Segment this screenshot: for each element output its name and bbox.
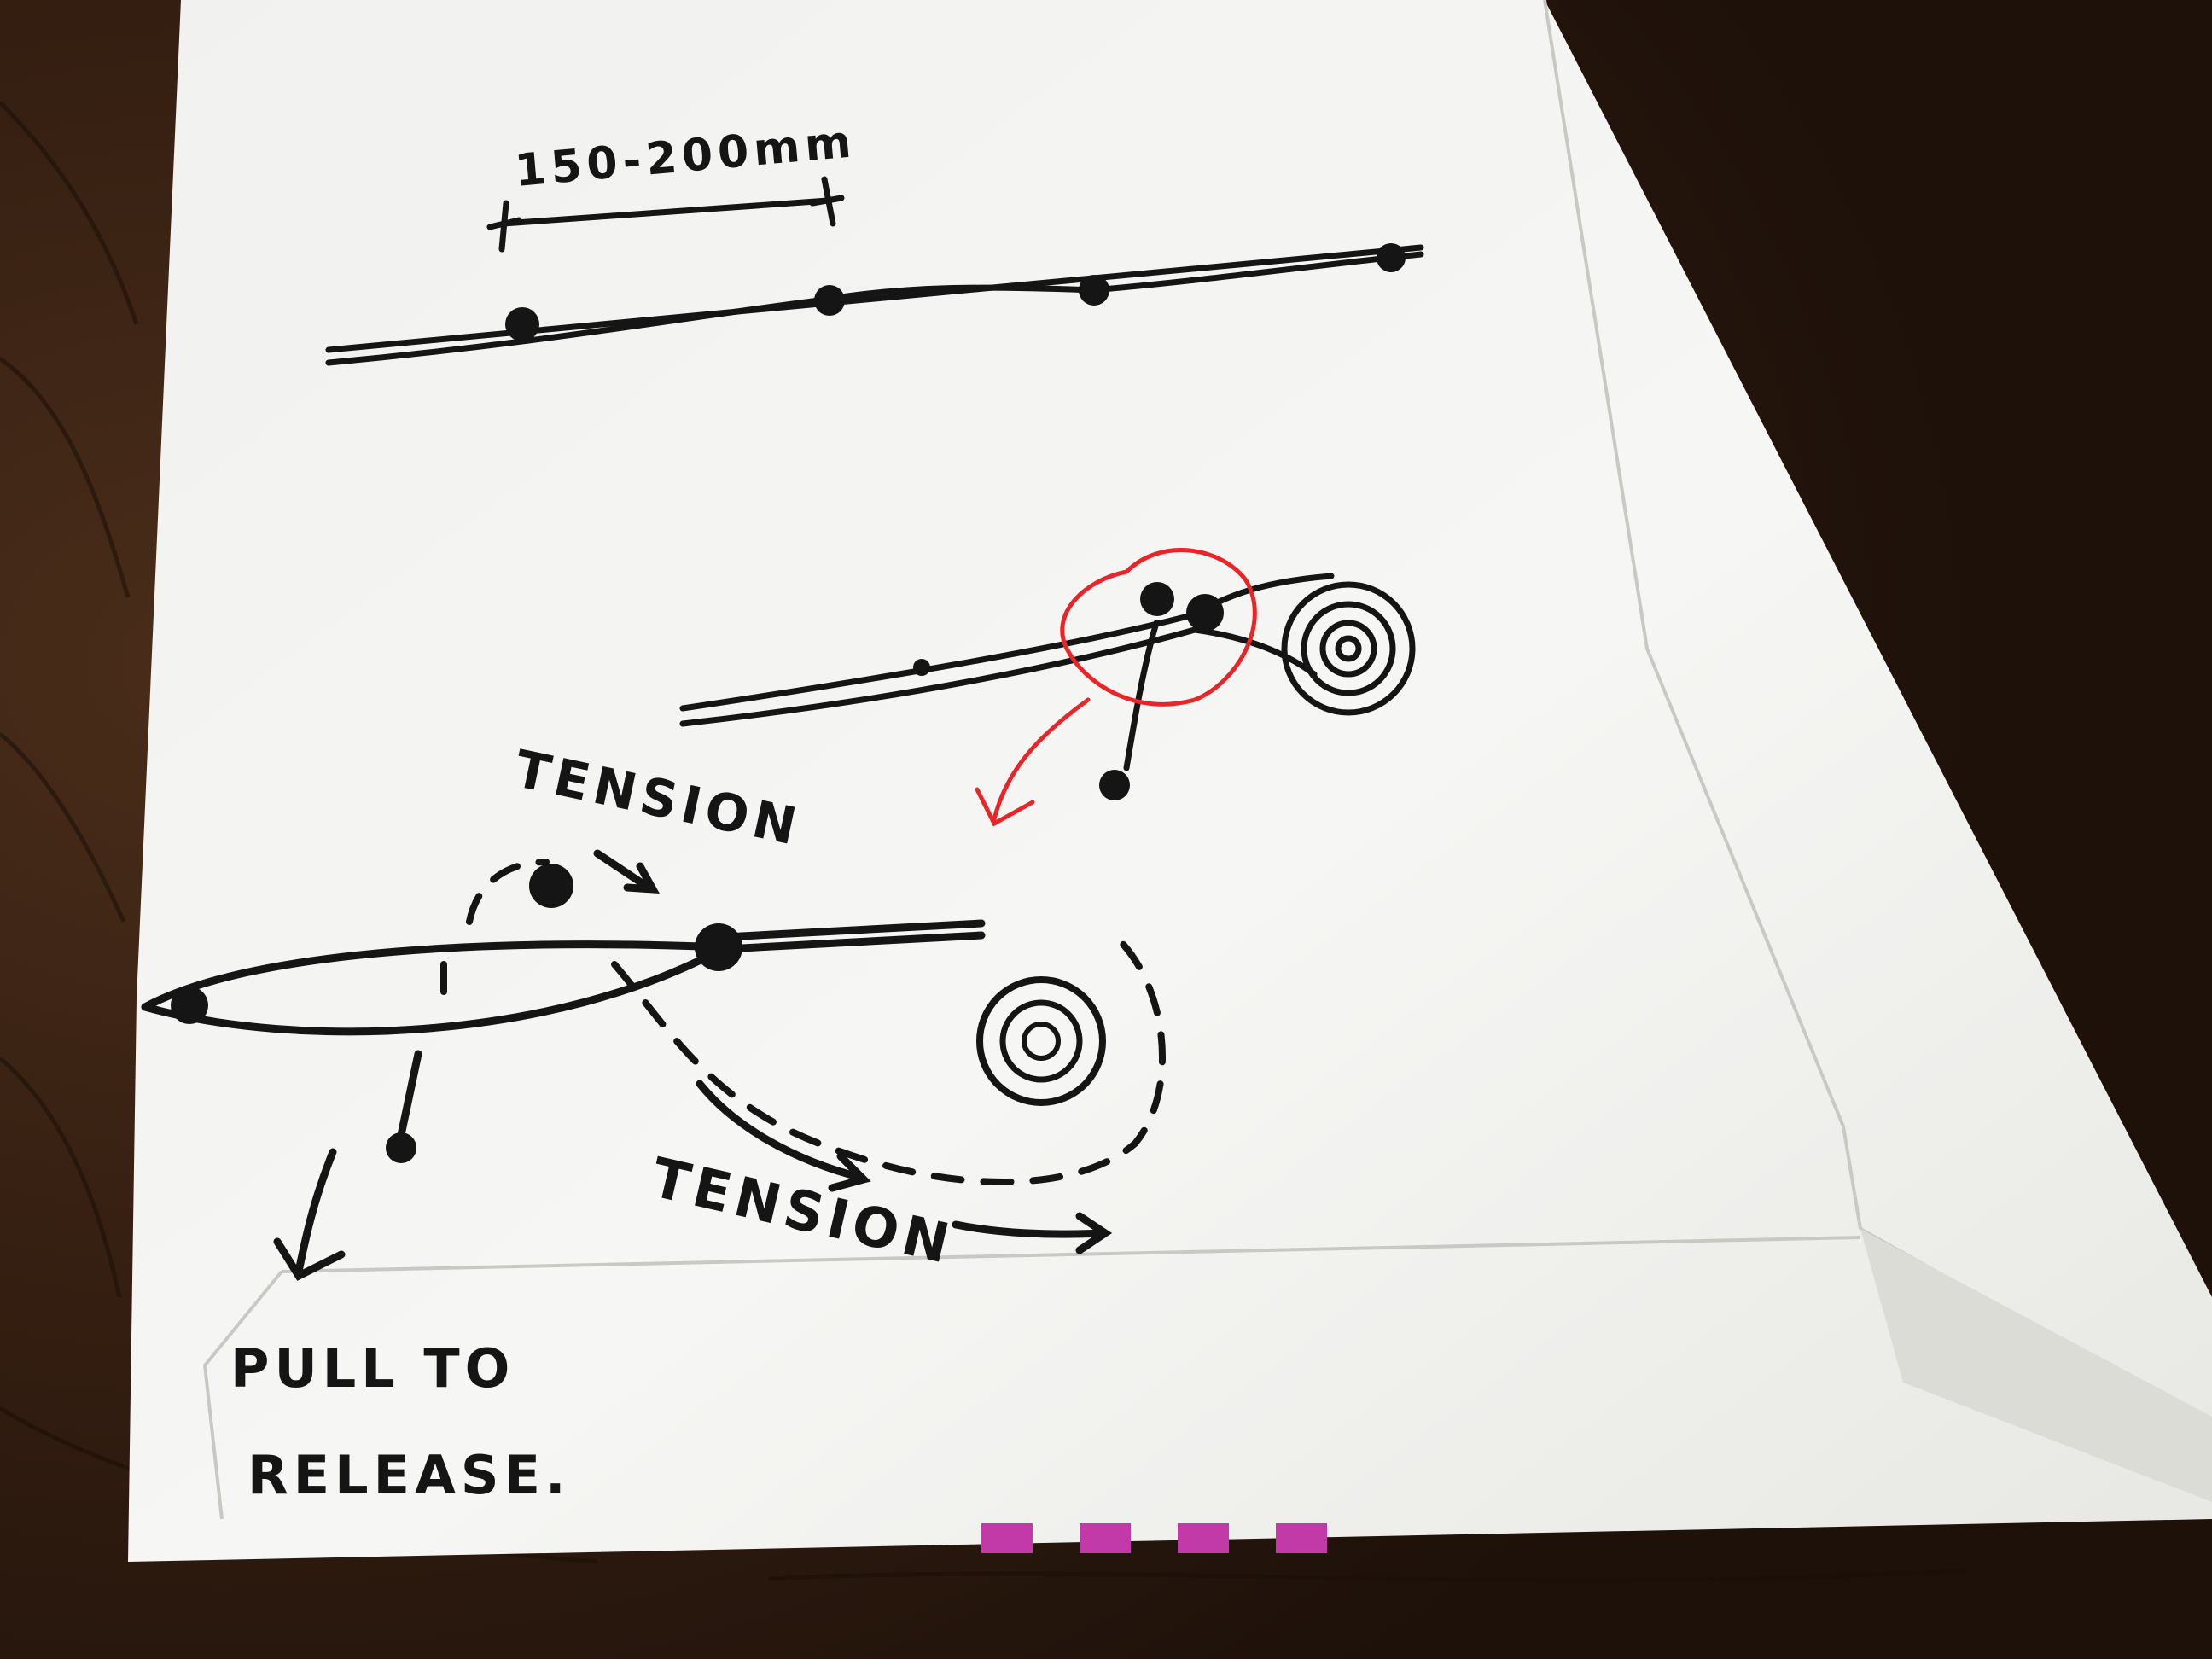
sketch-loop-release — [141, 849, 1113, 1281]
dimension-line — [500, 197, 831, 227]
envelope-stripes — [981, 1523, 1327, 1553]
knots-reel-top — [913, 582, 1224, 800]
sketch-reel-top — [679, 573, 1416, 771]
red-arrow — [992, 697, 1091, 822]
envelope-shadow-right — [1860, 1229, 2212, 1502]
envelope — [128, 0, 2212, 1562]
red-annotation — [975, 548, 1257, 827]
red-circle — [1060, 548, 1257, 707]
dashed-paths — [440, 859, 1166, 1185]
pull-label-line1: PULL TO — [230, 1337, 515, 1400]
reel-top-outer — [1281, 581, 1416, 716]
pull-label-line2: RELEASE. — [247, 1444, 571, 1506]
sketch-knotted-line — [325, 176, 1424, 366]
knots-loop — [171, 864, 742, 1163]
knots — [505, 243, 1406, 341]
reel-bottom — [976, 976, 1106, 1106]
